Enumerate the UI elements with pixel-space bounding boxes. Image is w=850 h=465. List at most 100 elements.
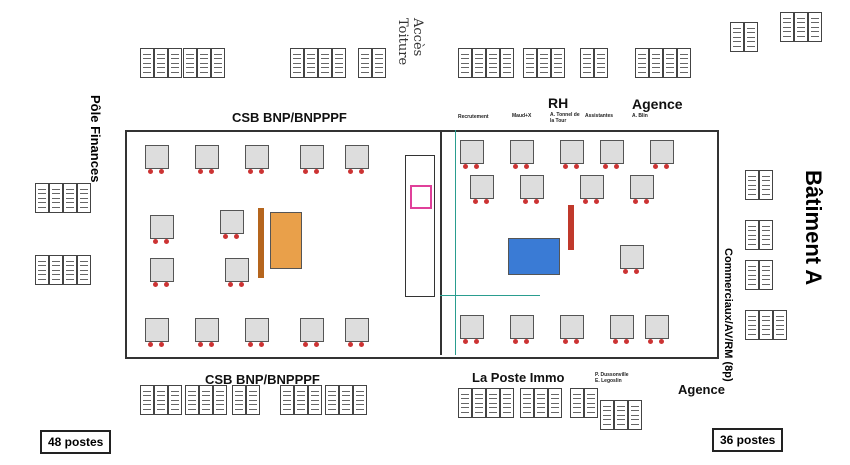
chair-icon xyxy=(234,234,239,239)
rh-label: RH xyxy=(548,95,569,111)
chair-icon xyxy=(524,164,529,169)
desk-card xyxy=(232,385,246,415)
desk-card xyxy=(35,183,49,213)
desk-card xyxy=(290,48,304,78)
divider-center xyxy=(440,130,442,355)
chair-icon xyxy=(594,199,599,204)
desk-card xyxy=(211,48,225,78)
chair-icon xyxy=(583,199,588,204)
desk xyxy=(460,315,484,339)
chair-icon xyxy=(523,199,528,204)
desk-card xyxy=(780,12,794,42)
chair-icon xyxy=(209,342,214,347)
chair-icon xyxy=(624,339,629,344)
desk-card xyxy=(520,388,534,418)
desk xyxy=(145,145,169,169)
csb-bottom-label: CSB BNP/BNPPPF xyxy=(205,372,320,387)
desk xyxy=(220,210,244,234)
chair-icon xyxy=(534,199,539,204)
desk xyxy=(470,175,494,199)
chair-icon xyxy=(463,164,468,169)
chair-icon xyxy=(159,342,164,347)
desk-card xyxy=(294,385,308,415)
desk-card xyxy=(458,48,472,78)
chair-icon xyxy=(209,169,214,174)
recrutement-label: Recrutement xyxy=(458,114,489,120)
desk-card xyxy=(472,48,486,78)
assistantes-label: Assistantes xyxy=(585,113,614,119)
chair-icon xyxy=(603,164,608,169)
chair-icon xyxy=(653,164,658,169)
desk-card xyxy=(534,388,548,418)
desk xyxy=(645,315,669,339)
desk-card xyxy=(745,310,759,340)
desk xyxy=(345,318,369,342)
desk-card xyxy=(472,388,486,418)
chair-icon xyxy=(359,169,364,174)
desk-card xyxy=(280,385,294,415)
desk-card xyxy=(594,48,608,78)
wall xyxy=(455,130,456,355)
desk-card xyxy=(614,400,628,430)
chair-icon xyxy=(574,339,579,344)
desk-card xyxy=(49,255,63,285)
desk-card xyxy=(332,48,346,78)
desk-card xyxy=(500,388,514,418)
desk xyxy=(225,258,249,282)
desk-card xyxy=(486,388,500,418)
pole-finances-label: Pôle Finances xyxy=(88,95,103,183)
chair-icon xyxy=(223,234,228,239)
desk-card xyxy=(49,183,63,213)
desk xyxy=(300,318,324,342)
desk xyxy=(620,245,644,269)
chair-icon xyxy=(359,342,364,347)
chair-icon xyxy=(563,339,568,344)
chair-icon xyxy=(664,164,669,169)
desk xyxy=(510,315,534,339)
desk-card xyxy=(745,220,759,250)
desk-card xyxy=(745,260,759,290)
chair-icon xyxy=(648,339,653,344)
desk-card xyxy=(537,48,551,78)
desk xyxy=(610,315,634,339)
desk-card xyxy=(730,22,744,52)
chair-icon xyxy=(644,199,649,204)
desk-card xyxy=(199,385,213,415)
desk-card xyxy=(308,385,322,415)
commerciaux-label: Commerciaux/AV/RM (8p) xyxy=(722,248,734,382)
chair-icon xyxy=(474,164,479,169)
chair-icon xyxy=(484,199,489,204)
chair-icon xyxy=(513,339,518,344)
chair-icon xyxy=(259,342,264,347)
chair-icon xyxy=(228,282,233,287)
desk xyxy=(300,145,324,169)
desk-card xyxy=(808,12,822,42)
desk xyxy=(150,258,174,282)
chair-icon xyxy=(164,282,169,287)
desk xyxy=(560,140,584,164)
desk-card xyxy=(486,48,500,78)
desk-card xyxy=(154,48,168,78)
desk-card xyxy=(358,48,372,78)
chair-icon xyxy=(348,169,353,174)
desk-card xyxy=(168,385,182,415)
chair-icon xyxy=(613,339,618,344)
chair-icon xyxy=(659,339,664,344)
csb-top-label: CSB BNP/BNPPPF xyxy=(232,110,347,125)
desk-card xyxy=(168,48,182,78)
chair-icon xyxy=(623,269,628,274)
chair-icon xyxy=(634,269,639,274)
chair-icon xyxy=(348,342,353,347)
desk-card xyxy=(154,385,168,415)
desk-card xyxy=(663,48,677,78)
desk xyxy=(195,318,219,342)
chair-icon xyxy=(148,342,153,347)
chair-icon xyxy=(633,199,638,204)
desk-card xyxy=(744,22,758,52)
building-outline xyxy=(125,130,719,359)
chair-icon xyxy=(159,169,164,174)
desk-card xyxy=(372,48,386,78)
desk-card xyxy=(185,385,199,415)
desk-card xyxy=(773,310,787,340)
desk-card xyxy=(794,12,808,42)
